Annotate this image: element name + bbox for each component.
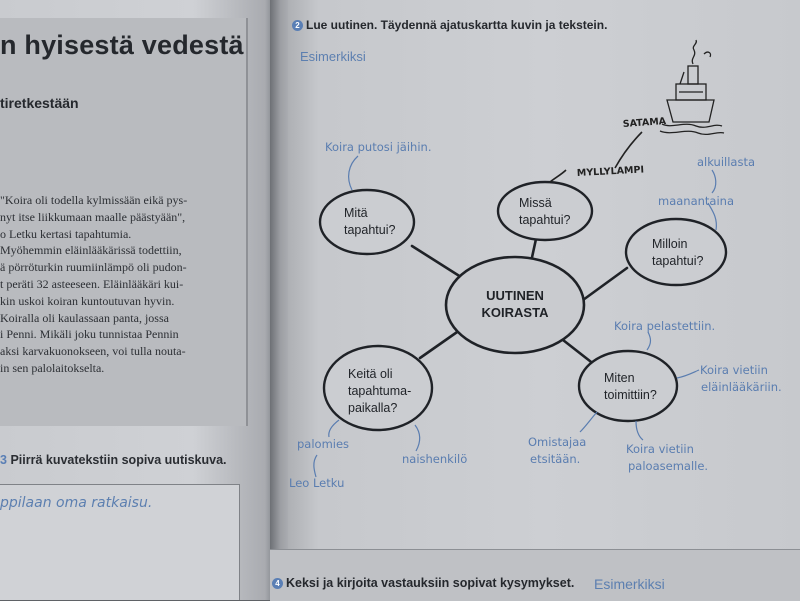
- ship-drawing: [659, 39, 725, 136]
- line-elainlaakariin: [676, 369, 700, 379]
- task-badge: 2: [292, 20, 303, 31]
- task-badge: 4: [272, 578, 283, 589]
- answer-palomies: palomies: [297, 437, 349, 451]
- line-naishenkilo: [414, 424, 421, 452]
- ship-smoke-puff: [703, 51, 712, 58]
- left-page: n hyisestä vedestä tiretkestään "Koira o…: [0, 0, 276, 600]
- task-number: 3: [0, 453, 7, 467]
- story-line: i Penni. Mikäli joku tunnistaa Pennin: [0, 327, 179, 342]
- story-line: "Koira oli todella kylmissään eikä pys-: [0, 193, 188, 207]
- answer-naishenkilo: naishenkilö: [402, 452, 467, 466]
- bubble-milloin: [624, 217, 728, 287]
- answer-leo-letku: Leo Letku: [289, 476, 344, 490]
- bubble-miten-line: toimittiin?: [604, 388, 657, 402]
- answer-omistajaa: Omistajaa: [528, 435, 586, 449]
- line-koira-putosi: [348, 155, 359, 191]
- answer-connectors: [313, 155, 717, 478]
- line-satama: [614, 131, 643, 169]
- ship-mast: [679, 71, 685, 85]
- bubble-milloin-line: tapahtui?: [652, 254, 703, 268]
- bubble-keita-line: paikalla?: [348, 401, 397, 415]
- bubble-milloin-line: Milloin: [652, 237, 687, 251]
- answer-box: [0, 484, 240, 600]
- bubble-keita-line: Keitä oli: [348, 367, 392, 381]
- task-text: Piirrä kuvatekstiin sopiva uutiskuva.: [10, 453, 227, 467]
- line-palomies: [328, 419, 340, 438]
- harbor-connectors: [549, 131, 643, 183]
- bubble-keita-line: tapahtuma-: [348, 384, 411, 398]
- story-line: nyt itse liikkumaan maalle päästyään",: [0, 209, 186, 224]
- center-text-line: UUTINEN: [486, 288, 544, 303]
- story-line: Myöhemmin eläinlääkärissä todettiin,: [0, 243, 182, 258]
- example-label: Esimerkiksi: [300, 49, 366, 64]
- story-box: [0, 18, 248, 426]
- bubble-miten: [577, 349, 679, 423]
- ship-hull: [666, 99, 715, 123]
- task-3-instruction: 3 Piirrä kuvatekstiin sopiva uutiskuva.: [0, 453, 227, 467]
- story-line: t peräti 32 asteeseen. Eläinlääkäri kui-: [0, 276, 184, 291]
- story-line: ä pörröturkin ruumiinlämpö oli pudon-: [0, 260, 187, 275]
- story-line: Koiralla oli kaulassaan panta, jossa: [0, 310, 169, 325]
- story-line: aksi karvakuonokseen, voi tulla nouta-: [0, 344, 186, 359]
- story-title: n hyisestä vedestä: [0, 30, 244, 60]
- connector-milloin: [581, 266, 629, 302]
- water-waves: [661, 123, 723, 128]
- bottom-example-label: Esimerkiksi: [594, 576, 665, 592]
- story-subtitle: tiretkestään: [0, 95, 79, 111]
- answer-handwriting: ppilaan oma ratkaisu.: [0, 495, 153, 511]
- answer-koira-pelastettiin: Koira pelastettiin.: [614, 319, 715, 333]
- connector-keita: [418, 328, 462, 360]
- story-line: kin uskoi koiran kuntoutuvan hyvin.: [0, 293, 175, 308]
- bubble-missa-line: Missä: [519, 196, 552, 210]
- line-koira-pelastettiin: [646, 331, 652, 351]
- story-line: o Letku kertasi tapahtumia.: [0, 226, 132, 241]
- ship-smoke: [691, 39, 698, 65]
- bubble-missa-line: tapahtui?: [519, 213, 570, 227]
- center-text-line: KOIRASTA: [482, 305, 550, 320]
- answer-satama: SATAMA: [622, 116, 667, 130]
- line-leo-letku: [313, 454, 318, 478]
- story-paragraph: "Koira oli todella kylmissään eikä pys- …: [0, 192, 246, 377]
- bubble-keita: [322, 344, 434, 432]
- line-omistajaa: [579, 411, 598, 433]
- bubble-mita-line: tapahtui?: [344, 223, 395, 237]
- answer-koira-vietiin-1: Koira vietiin: [700, 363, 768, 377]
- answer-etsitaan: etsitään.: [530, 452, 580, 466]
- bubble-mita-line: Mitä: [344, 206, 368, 220]
- line-paloasemalle: [635, 420, 644, 441]
- task-text: Lue uutinen. Täydennä ajatuskartta kuvin…: [306, 18, 608, 32]
- ship-funnel: [687, 65, 699, 85]
- line-myllylampi: [549, 169, 567, 183]
- story-line: in sen palolaitokselta.: [0, 360, 105, 375]
- line-alkuillasta: [711, 169, 717, 194]
- center-oval: [444, 255, 586, 355]
- answer-alkuillasta: alkuillasta: [697, 155, 755, 169]
- bubble-missa: [496, 180, 594, 242]
- task-text: Keksi ja kirjoita vastauksiin sopivat ky…: [286, 576, 575, 590]
- bubble-miten-line: Miten: [604, 371, 635, 385]
- bubble-mita: [318, 188, 416, 256]
- answer-koira-putosi: Koira putosi jäihin.: [325, 140, 431, 154]
- task-4-strip: [270, 549, 800, 601]
- answer-myllylampi: MYLLYLAMPI: [577, 164, 645, 179]
- answer-elainlaakariin: eläinlääkäriin.: [701, 380, 782, 394]
- answer-koira-vietiin-2: Koira vietiin: [626, 442, 694, 456]
- answer-paloasemalle: paloasemalle.: [628, 459, 708, 473]
- water-waves-lower: [659, 130, 725, 136]
- answer-maanantaina: maanantaina: [658, 194, 734, 208]
- connector-miten: [561, 338, 597, 367]
- line-maanantaina: [707, 202, 717, 231]
